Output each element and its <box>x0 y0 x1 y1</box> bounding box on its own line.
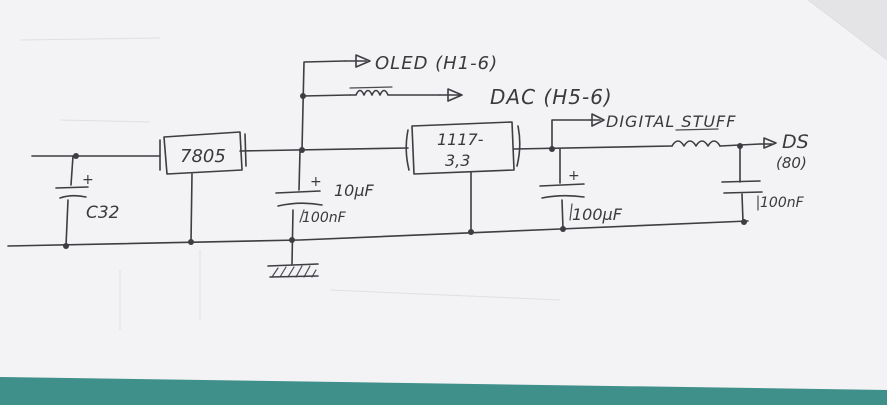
dac-label: DAC (H5-6) <box>490 85 613 109</box>
oled-label: OLED (H1-6) <box>375 53 498 74</box>
cap10-plus: + <box>310 174 322 190</box>
ground-rail <box>7 220 749 247</box>
arrow-digital <box>589 113 605 127</box>
cap100n-label: 100nF <box>302 210 347 226</box>
reg2-label-line2: 3,3 <box>445 151 470 170</box>
inductor-dac <box>349 86 441 96</box>
cap100u-plus: + <box>568 168 580 184</box>
cap10-bot-lead <box>291 209 294 265</box>
c32-plus: + <box>82 172 94 188</box>
c32-top-lead <box>70 155 74 186</box>
wires <box>7 60 761 265</box>
regulator-1117: 1117- 3,3 <box>405 121 521 175</box>
arrow-dac <box>439 88 463 102</box>
reg2-label-line1: 1117- <box>437 130 484 149</box>
capacitor-10uf: + 10µF 100nF <box>275 174 375 226</box>
arrows <box>344 54 777 149</box>
cap100u-bot-lead <box>561 199 564 230</box>
capout-bot-lead <box>741 193 744 223</box>
reg1-label: 7805 <box>180 146 226 167</box>
out-rail <box>513 145 673 150</box>
cap10-top-lead <box>298 149 301 191</box>
reg1-gnd-lead <box>190 173 193 243</box>
digital-tap <box>551 119 591 150</box>
capacitor-100nf-out: 100nF <box>721 180 805 211</box>
paper-shadow <box>808 0 887 60</box>
digital-label: DIGITAL STUFF <box>606 112 736 131</box>
arrow-oled <box>344 54 371 68</box>
mid-rail <box>239 147 409 152</box>
cap10-label: 10µF <box>334 181 375 200</box>
vertical-tap <box>301 60 346 151</box>
dac-tap <box>302 94 351 97</box>
junctions <box>63 93 747 249</box>
regulator-7805: 7805 <box>159 131 247 175</box>
capout-label: 100nF <box>760 195 805 211</box>
c32-label: C32 <box>86 203 120 223</box>
capacitor-100uf: + 100µF <box>539 168 623 224</box>
faint-bleed-lines <box>19 37 561 330</box>
capacitor-c32: + C32 <box>55 172 120 223</box>
ds-label: DS <box>782 131 809 153</box>
ds-sub-label: (80) <box>776 154 807 172</box>
ground-symbol <box>267 263 319 278</box>
cap100u-label: 100µF <box>572 205 623 224</box>
paper-sheet <box>0 0 887 390</box>
inductor-out <box>671 128 721 147</box>
c32-bot-lead <box>65 199 69 247</box>
arrow-ds <box>759 137 777 149</box>
